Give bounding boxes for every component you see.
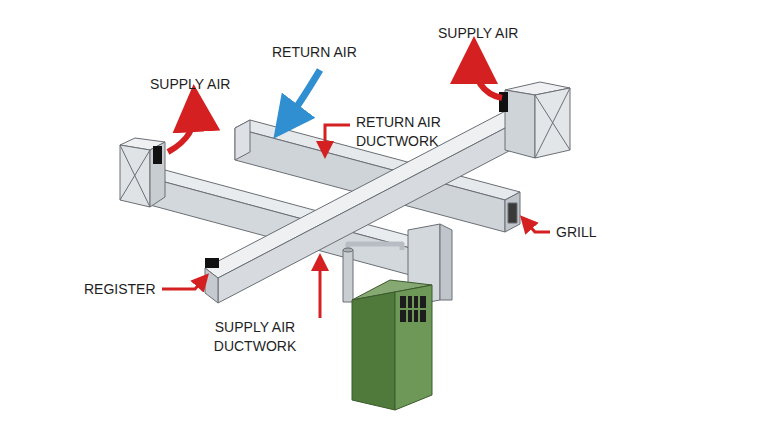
callout-label: RETURN AIR DUCTWORK (356, 113, 466, 151)
leader-line (319, 262, 322, 318)
callout-label: GRILL (556, 223, 636, 242)
leader-line (325, 125, 350, 150)
callout-label: SUPPLY AIR (150, 75, 270, 94)
callout-label: REGISTER (84, 280, 174, 299)
leader-line (162, 280, 203, 289)
callout-label: SUPPLY AIR DUCTWORK (190, 318, 320, 356)
return-air-arrow (286, 70, 320, 122)
callout-label: RETURN AIR (272, 43, 392, 62)
supply-air-arrow (168, 108, 195, 152)
register (153, 146, 162, 164)
leader-line (526, 222, 550, 232)
supply-trunk (205, 82, 570, 303)
register (205, 258, 219, 268)
callout-label: SUPPLY AIR (438, 24, 558, 43)
grill (508, 203, 517, 223)
furnace (352, 280, 432, 410)
supply-air-arrow (474, 60, 502, 98)
